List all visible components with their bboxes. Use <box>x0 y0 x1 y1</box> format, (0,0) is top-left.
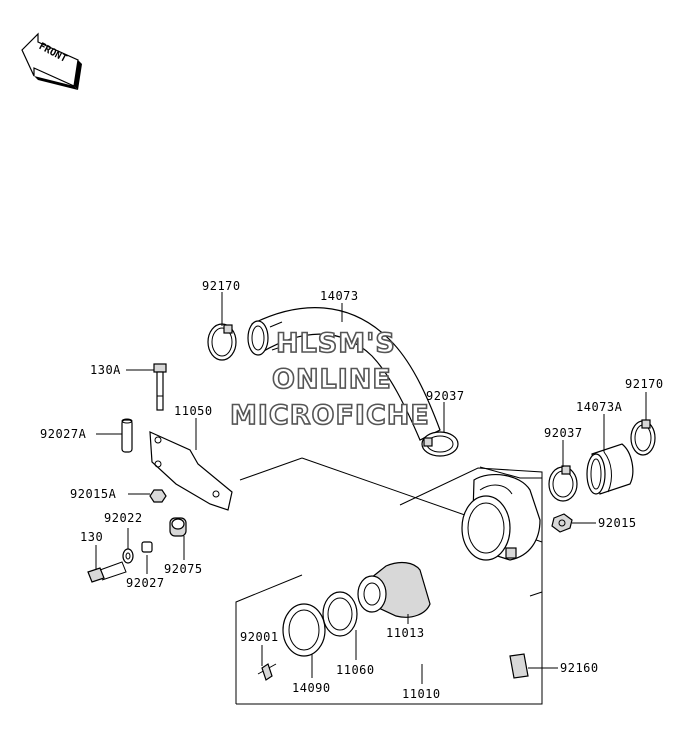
clamp-92037-right <box>548 465 578 502</box>
watermark-line-2: ONLINE <box>272 364 392 395</box>
front-arrow-icon: FRONT <box>21 32 82 90</box>
label-92022: 92022 <box>104 511 143 525</box>
label-92160: 92160 <box>560 661 599 675</box>
leader-lines <box>95 292 647 684</box>
bolt-130A <box>153 363 167 411</box>
air-cleaner-housing <box>461 473 541 561</box>
label-14073A: 14073A <box>576 400 623 414</box>
wing-bolt-92001 <box>257 663 277 681</box>
grommet-92075 <box>169 517 187 537</box>
label-14090: 14090 <box>292 681 331 695</box>
gasket-11060 <box>322 591 358 637</box>
label-11010: 11010 <box>402 687 441 701</box>
label-92001: 92001 <box>240 630 279 644</box>
label-92015: 92015 <box>598 516 637 530</box>
label-14073: 14073 <box>320 289 359 303</box>
air-duct-14073 <box>247 307 441 441</box>
watermark-line-3: MICROFICHE <box>230 400 430 431</box>
collar-92027A <box>121 418 133 453</box>
filter-element-11013 <box>357 561 431 618</box>
label-92037-upper: 92037 <box>426 389 465 403</box>
clamp-92170-right <box>630 419 656 456</box>
cover-14090 <box>282 603 326 657</box>
label-92170-right: 92170 <box>625 377 664 391</box>
label-92037-right: 92037 <box>544 426 583 440</box>
bracket-11050 <box>149 431 233 511</box>
label-92160 <box>509 653 529 679</box>
part-labels: 92170 14073 130A 11050 92037 92170 14073… <box>40 279 664 701</box>
collar-92027 <box>141 541 153 553</box>
label-11013: 11013 <box>386 626 425 640</box>
bolt-130 <box>87 561 127 583</box>
watermark: HLSM'S ONLINE MICROFICHE <box>229 327 430 432</box>
duct-14073A <box>586 443 634 495</box>
label-11050: 11050 <box>174 404 213 418</box>
clamp-92037-upper <box>421 431 459 457</box>
label-92170-left: 92170 <box>202 279 241 293</box>
label-92015A: 92015A <box>70 487 117 501</box>
label-92027A: 92027A <box>40 427 87 441</box>
label-92075: 92075 <box>164 562 203 576</box>
watermark-line-1: HLSM'S <box>276 328 396 359</box>
label-130A: 130A <box>90 363 121 377</box>
label-11060: 11060 <box>336 663 375 677</box>
clamp-92170-left <box>207 323 237 361</box>
nut-92015 <box>551 513 573 533</box>
nut-92015A <box>149 489 167 503</box>
label-130: 130 <box>80 530 103 544</box>
washer-92022 <box>122 548 134 564</box>
label-92027: 92027 <box>126 576 165 590</box>
